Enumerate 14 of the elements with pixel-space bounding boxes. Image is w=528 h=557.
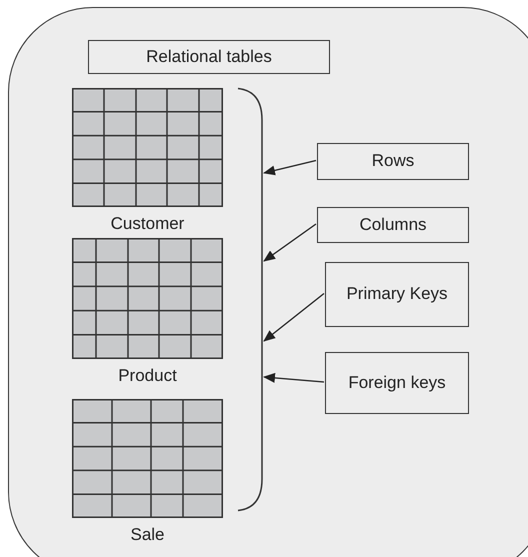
arrow bbox=[263, 160, 316, 176]
table-name: Customer bbox=[110, 214, 184, 233]
bracket bbox=[238, 88, 263, 511]
title-box: Relational tables bbox=[88, 40, 330, 74]
arrow bbox=[263, 372, 324, 383]
label-box: Rows bbox=[317, 143, 469, 180]
rounded-panel bbox=[8, 7, 528, 557]
arrow bbox=[263, 223, 316, 262]
label-box: Columns bbox=[317, 207, 469, 243]
arrow bbox=[263, 293, 324, 342]
label-box: Foreign keys bbox=[325, 352, 469, 414]
table-name: Product bbox=[118, 366, 177, 385]
label-box: Primary Keys bbox=[325, 262, 469, 327]
table-name: Sale bbox=[130, 525, 165, 544]
